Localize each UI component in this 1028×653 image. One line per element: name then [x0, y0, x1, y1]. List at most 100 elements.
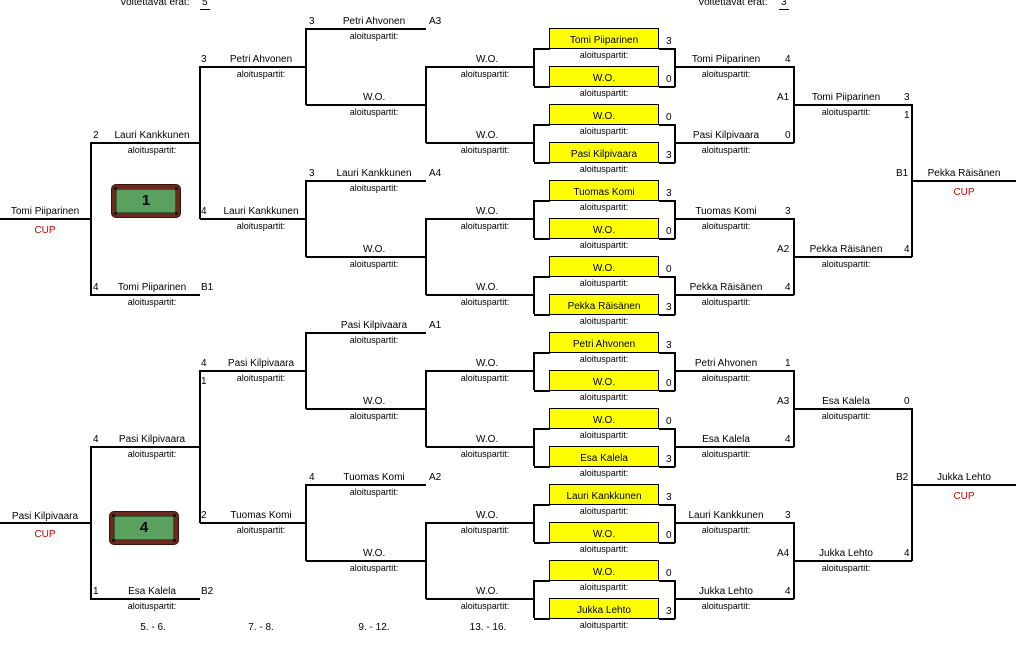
score: 3: [309, 168, 315, 179]
left-wins-value[interactable]: 5: [200, 0, 210, 10]
player-name[interactable]: Pasi Kilpivaara: [227, 358, 295, 369]
player-name[interactable]: Pekka Räisänen: [809, 244, 883, 255]
seed-top-name[interactable]: Tomi Piiparinen: [10, 206, 80, 217]
player-name[interactable]: W.O.: [363, 548, 386, 559]
match-score: 3: [666, 492, 672, 503]
score: 1: [201, 376, 207, 387]
match-box[interactable]: W.O.: [549, 256, 659, 277]
code: A3: [429, 16, 442, 27]
aloitus-label: aloituspartit:: [579, 354, 629, 364]
match-score: 0: [666, 568, 672, 579]
match-box[interactable]: W.O.: [549, 408, 659, 429]
match-box[interactable]: W.O.: [549, 560, 659, 581]
match-box[interactable]: Pasi Kilpivaara: [549, 142, 659, 163]
aloitus-label: aloituspartit:: [701, 221, 751, 231]
match-box[interactable]: Lauri Kankkunen: [549, 484, 659, 505]
player-name[interactable]: Tuomas Komi: [343, 472, 405, 483]
score: 4: [93, 434, 99, 445]
aloitus-label: aloituspartit:: [579, 164, 629, 174]
right-wins-value[interactable]: 3: [779, 0, 789, 10]
aloitus-label: aloituspartit:: [701, 525, 751, 535]
score: 0: [785, 130, 791, 141]
player-name[interactable]: W.O.: [476, 130, 499, 141]
aloitus-label: aloituspartit:: [127, 297, 177, 307]
player-name[interactable]: Pasi Kilpivaara: [118, 434, 186, 445]
match-box[interactable]: Pekka Räisänen: [549, 294, 659, 315]
score: 4: [785, 282, 791, 293]
score: 1: [785, 358, 791, 369]
code: B1: [201, 282, 214, 293]
match-box[interactable]: Esa Kalela: [549, 446, 659, 467]
player-name[interactable]: Esa Kalela: [822, 396, 870, 407]
match-box[interactable]: W.O.: [549, 66, 659, 87]
player-name[interactable]: Pekka Räisänen: [927, 168, 1001, 179]
match-box[interactable]: Jukka Lehto: [549, 598, 659, 619]
match-box[interactable]: Tuomas Komi: [549, 180, 659, 201]
seed-bottom-name[interactable]: Pasi Kilpivaara: [11, 511, 79, 522]
match-score: 0: [666, 416, 672, 427]
player-name[interactable]: W.O.: [476, 282, 499, 293]
aloitus-label: aloituspartit:: [236, 69, 286, 79]
match-box[interactable]: W.O.: [549, 522, 659, 543]
pool-table-1: 1: [111, 184, 181, 218]
player-name[interactable]: W.O.: [476, 434, 499, 445]
player-name[interactable]: Lauri Kankkunen: [688, 510, 764, 521]
match-box[interactable]: Petri Ahvonen: [549, 332, 659, 353]
player-name[interactable]: W.O.: [476, 54, 499, 65]
player-name[interactable]: Pasi Kilpivaara: [340, 320, 408, 331]
aloitus-label: aloituspartit:: [460, 69, 510, 79]
aloitus-label: aloituspartit:: [460, 221, 510, 231]
player-name[interactable]: Petri Ahvonen: [229, 54, 293, 65]
seed-bottom-line: [0, 522, 90, 524]
player-name[interactable]: W.O.: [363, 92, 386, 103]
match-score: 0: [666, 226, 672, 237]
match-box[interactable]: W.O.: [549, 104, 659, 125]
aloitus-label: aloituspartit:: [579, 126, 629, 136]
player-name[interactable]: Esa Kalela: [128, 586, 176, 597]
player-name[interactable]: Petri Ahvonen: [694, 358, 758, 369]
final-cup: CUP: [953, 187, 975, 198]
left-wins-label: Voitettavat erät:: [120, 0, 190, 8]
aloitus-label: aloituspartit:: [127, 449, 177, 459]
player-name[interactable]: Tomi Piiparinen: [811, 92, 881, 103]
score: 4: [309, 472, 315, 483]
player-name[interactable]: Tomi Piiparinen: [117, 282, 187, 293]
pool-table-felt: [116, 189, 176, 213]
match-box[interactable]: Tomi Piiparinen: [549, 28, 659, 49]
code: A4: [777, 548, 790, 559]
player-name[interactable]: Lauri Kankkunen: [336, 168, 412, 179]
round-label: 9. - 12.: [358, 622, 390, 633]
aloitus-label: aloituspartit:: [579, 88, 629, 98]
seed-top-line: [0, 218, 90, 220]
player-name[interactable]: Lauri Kankkunen: [114, 130, 190, 141]
score: 4: [201, 206, 207, 217]
player-name[interactable]: Pekka Räisänen: [689, 282, 763, 293]
match-score: 0: [666, 74, 672, 85]
match-box[interactable]: W.O.: [549, 218, 659, 239]
player-name[interactable]: W.O.: [476, 206, 499, 217]
aloitus-label: aloituspartit:: [701, 69, 751, 79]
player-name[interactable]: Pasi Kilpivaara: [692, 130, 760, 141]
player-name[interactable]: Esa Kalela: [702, 434, 750, 445]
player-name[interactable]: Tuomas Komi: [230, 510, 292, 521]
player-name[interactable]: Jukka Lehto: [819, 548, 873, 559]
aloitus-label: aloituspartit:: [579, 50, 629, 60]
player-name[interactable]: W.O.: [476, 586, 499, 597]
player-name[interactable]: Tuomas Komi: [695, 206, 757, 217]
right-wins-label: Voitettavat erät:: [698, 0, 768, 8]
aloitus-label: aloituspartit:: [701, 373, 751, 383]
match-box[interactable]: W.O.: [549, 370, 659, 391]
player-name[interactable]: Tomi Piiparinen: [691, 54, 761, 65]
player-name[interactable]: Jukka Lehto: [937, 472, 991, 483]
player-name[interactable]: Lauri Kankkunen: [223, 206, 299, 217]
player-name[interactable]: W.O.: [476, 510, 499, 521]
player-name[interactable]: W.O.: [363, 396, 386, 407]
player-name[interactable]: Petri Ahvonen: [342, 16, 406, 27]
match-score: 3: [666, 188, 672, 199]
player-name[interactable]: W.O.: [476, 358, 499, 369]
score: 3: [309, 16, 315, 27]
aloitus-label: aloituspartit:: [579, 430, 629, 440]
player-name[interactable]: W.O.: [363, 244, 386, 255]
player-name[interactable]: Jukka Lehto: [699, 586, 753, 597]
score: 3: [904, 92, 910, 103]
